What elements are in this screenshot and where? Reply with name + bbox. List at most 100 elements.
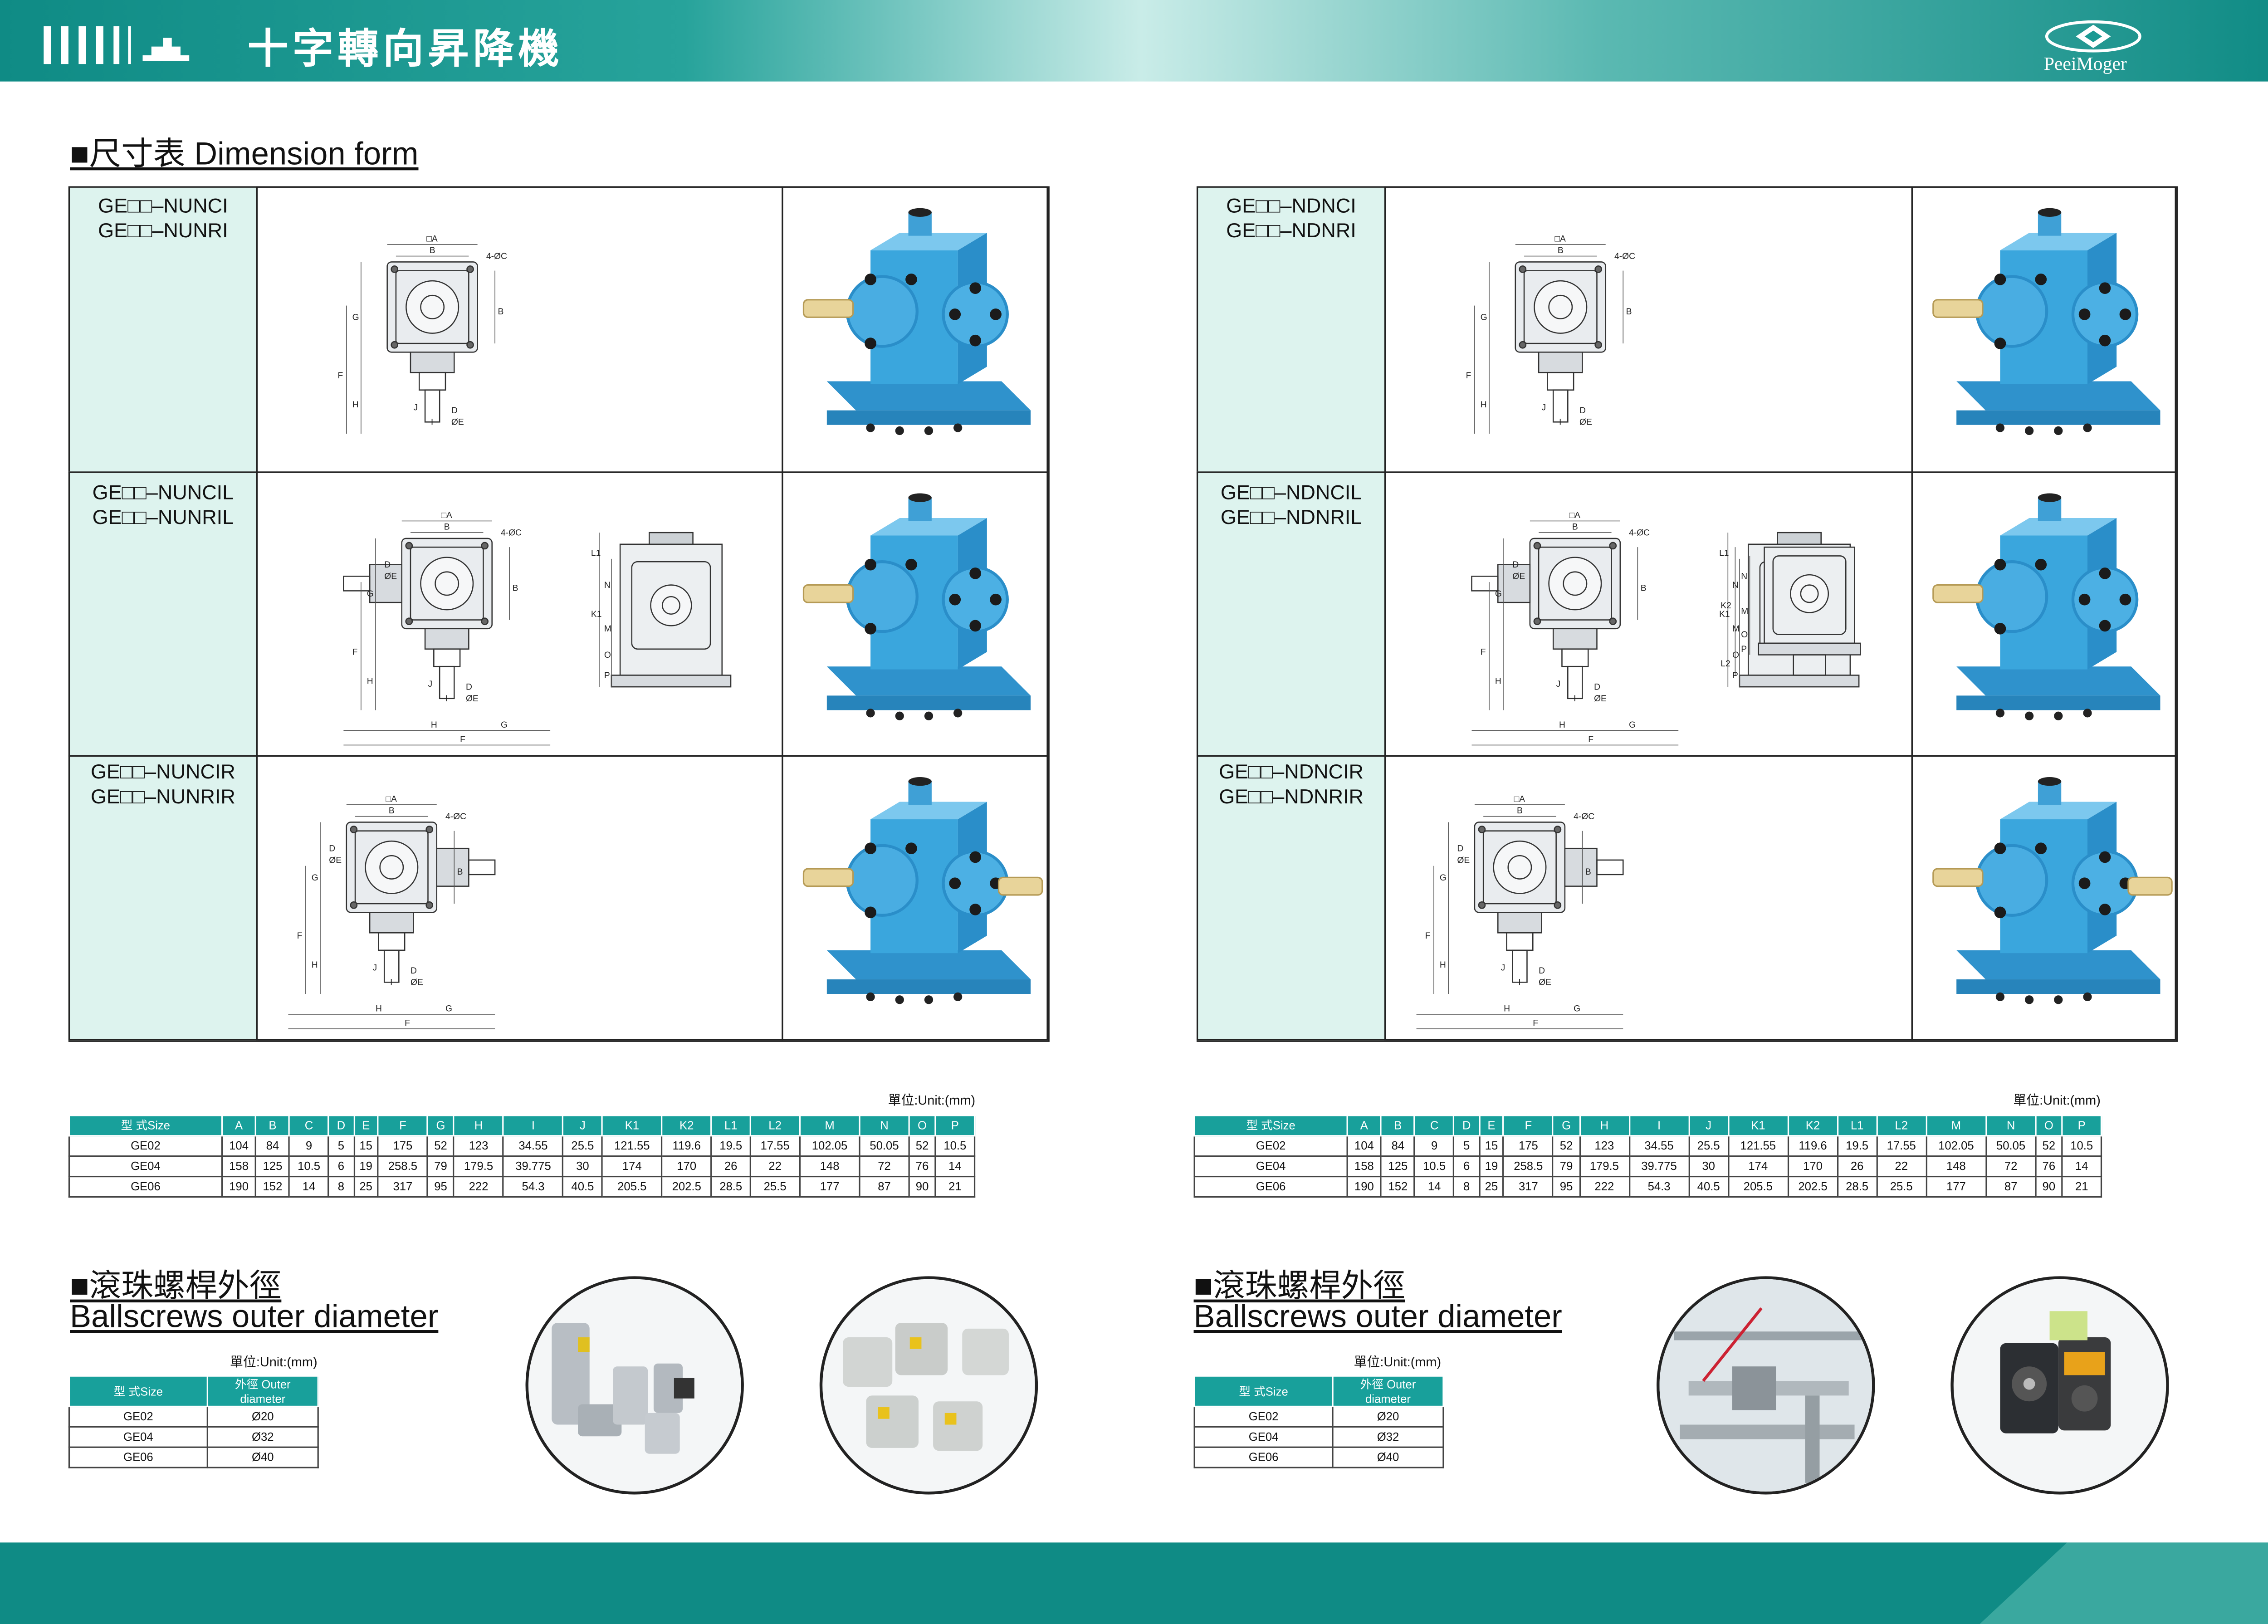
table-header-cell: P — [934, 1115, 976, 1137]
table-header-cell: N — [1985, 1115, 2037, 1137]
controller-photo — [1950, 1276, 2169, 1495]
table-cell: 54.3 — [502, 1175, 564, 1198]
dimension-label: □A — [386, 795, 397, 804]
table-cell: 90 — [908, 1175, 936, 1198]
table-cell: Ø32 — [206, 1426, 319, 1448]
table-header-cell: G — [1552, 1115, 1580, 1137]
table-cell: 14 — [2061, 1155, 2102, 1178]
photo-cell — [1911, 755, 2176, 1041]
table-cell: 205.5 — [1727, 1175, 1789, 1198]
dimension-label: O — [604, 651, 611, 660]
table-header-cell: A — [1346, 1115, 1382, 1137]
table-cell: 50.05 — [1985, 1135, 2037, 1157]
table-cell: 39.775 — [1628, 1155, 1690, 1178]
header-stripe — [96, 26, 103, 64]
ballscrew-heading-zh: ■滾珠螺桿外徑 — [1193, 1267, 1405, 1304]
table-cell: GE02 — [1193, 1405, 1334, 1428]
table-cell: 25.5 — [562, 1135, 603, 1157]
dimension-label: F — [405, 1019, 410, 1028]
dimension-label: H — [1440, 960, 1446, 970]
dimension-label: G — [312, 873, 318, 883]
table-header-cell: D — [1453, 1115, 1480, 1137]
dimension-label: O — [1741, 630, 1748, 640]
table-cell: 125 — [1380, 1155, 1416, 1178]
table-header-cell: K1 — [1727, 1115, 1789, 1137]
gearboxes-image — [843, 1322, 1009, 1451]
dimension-label: F — [1588, 735, 1593, 744]
dimension-label: H — [1559, 720, 1565, 730]
speed-controller-image — [2000, 1311, 2111, 1433]
dimension-label: □A — [1569, 511, 1581, 520]
table-header-cell: D — [327, 1115, 355, 1137]
table-cell: 177 — [1925, 1175, 1987, 1198]
left-model-cell — [68, 755, 258, 1041]
table-cell: 10.5 — [288, 1155, 329, 1178]
table-cell: 30 — [1688, 1155, 1729, 1178]
motors-image — [552, 1322, 694, 1454]
table-header-cell: L2 — [749, 1115, 801, 1137]
table-cell: 21 — [2061, 1175, 2102, 1198]
table-cell: 52 — [2035, 1135, 2063, 1157]
table-cell: 72 — [1985, 1155, 2037, 1178]
table-cell: 170 — [1787, 1155, 1838, 1178]
dimension-label: M — [1732, 624, 1740, 634]
table-header-cell: L2 — [1876, 1115, 1927, 1137]
dimension-label: D — [451, 406, 458, 416]
dimension-label: J — [428, 680, 433, 689]
dimension-label: H — [312, 960, 318, 970]
table-cell: 175 — [377, 1135, 429, 1157]
photo-cell — [782, 755, 1048, 1041]
table-header-cell: 型 式Size — [1193, 1375, 1334, 1408]
table-cell: 76 — [2035, 1155, 2063, 1178]
dimension-label: □A — [426, 235, 438, 244]
table-cell: 34.55 — [502, 1135, 564, 1157]
table-cell: 179.5 — [1579, 1155, 1630, 1178]
unit-label: 單位:Unit:(mm) — [1354, 1355, 1442, 1370]
table-header-cell: K1 — [601, 1115, 663, 1137]
table-cell: 22 — [1876, 1155, 1927, 1178]
table-cell: 170 — [661, 1155, 712, 1178]
dimension-label: F — [1466, 371, 1471, 381]
table-cell: 152 — [1380, 1175, 1416, 1198]
dimension-label: N — [1741, 572, 1747, 582]
dimension-label: D — [1594, 683, 1600, 692]
dimension-label: □A — [441, 511, 452, 520]
ballscrew-heading-zh: ■滾珠螺桿外徑 — [70, 1267, 282, 1304]
table-cell: 190 — [221, 1175, 257, 1198]
left-model-cell — [68, 186, 258, 473]
dimension-label: H — [367, 677, 373, 686]
dimension-label: G — [352, 313, 359, 323]
table-cell: GE02 — [68, 1405, 208, 1428]
table-cell: GE06 — [1193, 1175, 1348, 1198]
dimension-label: F — [1481, 648, 1486, 657]
header-stripe — [61, 26, 68, 64]
table-cell: GE02 — [1193, 1135, 1348, 1157]
motor-photo — [525, 1276, 744, 1495]
dimension-label: L2 — [1721, 659, 1730, 669]
table-cell: 28.5 — [710, 1175, 751, 1198]
table-cell: 158 — [221, 1155, 257, 1178]
table-cell: 102.05 — [1925, 1135, 1987, 1157]
table-cell: 25 — [1478, 1175, 1505, 1198]
table-cell: 25 — [353, 1175, 379, 1198]
table-cell: 158 — [1346, 1155, 1382, 1178]
table-cell: 9 — [1414, 1135, 1455, 1157]
dimension-label: J — [1501, 964, 1505, 973]
unit-label: 單位:Unit:(mm) — [888, 1093, 976, 1108]
table-header-cell: I — [502, 1115, 564, 1137]
table-cell: 22 — [749, 1155, 801, 1178]
table-cell: 15 — [353, 1135, 379, 1157]
table-header-cell: E — [1478, 1115, 1505, 1137]
table-cell: 179.5 — [453, 1155, 504, 1178]
table-header-cell: C — [1414, 1115, 1455, 1137]
dimension-label: F — [352, 648, 358, 657]
dimension-label: B — [1572, 523, 1578, 532]
dimension-label: P — [604, 671, 610, 680]
